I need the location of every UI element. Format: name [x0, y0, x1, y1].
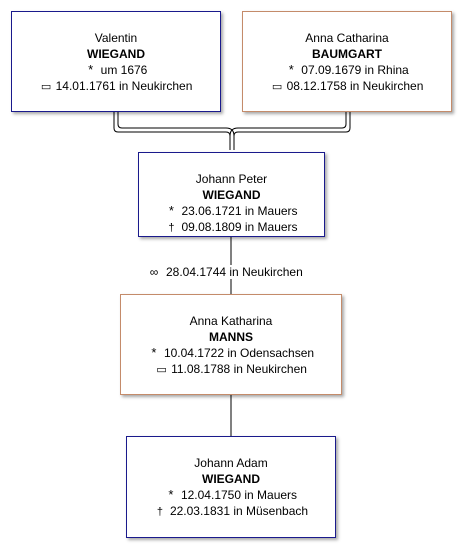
birth-event: *23.06.1721 in Mauers	[139, 203, 324, 220]
birth-event: *um 1676	[12, 62, 220, 79]
person-card-anna-catharina[interactable]: Anna Catharina BAUMGART *07.09.1679 in R…	[242, 11, 452, 112]
father-connector-outer	[113, 112, 231, 150]
person-card-johann-adam[interactable]: Johann Adam WIEGAND *12.04.1750 in Mauer…	[126, 436, 336, 538]
given-name: Johann Adam	[194, 456, 268, 470]
marriage-rings-icon: ∞	[149, 265, 159, 279]
surname: WIEGAND	[87, 46, 145, 61]
birth-event: *07.09.1679 in Rhina	[243, 62, 451, 79]
death-event: †09.08.1809 in Mauers	[139, 220, 324, 237]
surname: MANNS	[209, 329, 253, 344]
mother-connector-outer	[233, 112, 351, 137]
death-event: †22.03.1831 in Müsenbach	[127, 504, 335, 521]
birth-event: *12.04.1750 in Mauers	[127, 487, 335, 504]
surname: BAUMGART	[312, 46, 382, 61]
father-connector-inner	[117, 112, 235, 150]
given-name: Valentin	[94, 31, 138, 45]
death-dagger-icon: †	[156, 505, 163, 518]
person-card-anna-katharina[interactable]: Anna Katharina MANNS *10.04.1722 in Oden…	[120, 294, 342, 395]
given-name: Anna Katharina	[189, 314, 273, 328]
person-card-valentin[interactable]: Valentin WIEGAND *um 1676 ▭14.01.1761 in…	[11, 11, 221, 112]
burial-icon: ▭	[156, 363, 166, 376]
birth-star-icon: *	[168, 203, 174, 218]
surname: WIEGAND	[202, 187, 261, 202]
marriage-text: 28.04.1744 in Neukirchen	[166, 265, 303, 279]
burial-icon: ▭	[271, 80, 282, 93]
death-dagger-icon: †	[168, 221, 175, 234]
birth-star-icon: *	[288, 62, 294, 77]
surname: WIEGAND	[202, 471, 260, 486]
given-name: Johann Peter	[195, 172, 268, 186]
given-name: Anna Catharina	[305, 31, 389, 45]
birth-star-icon: *	[168, 487, 174, 502]
burial-event: ▭08.12.1758 in Neukirchen	[243, 79, 451, 96]
burial-icon: ▭	[40, 80, 51, 93]
burial-event: ▭11.08.1788 in Neukirchen	[121, 362, 341, 379]
burial-event: ▭14.01.1761 in Neukirchen	[12, 79, 220, 96]
marriage-label: ∞ 28.04.1744 in Neukirchen	[146, 265, 305, 279]
birth-event: *10.04.1722 in Odensachsen	[121, 345, 341, 362]
mother-connector-inner	[229, 112, 347, 137]
birth-star-icon: *	[151, 345, 157, 360]
person-card-johann-peter[interactable]: Johann Peter WIEGAND *23.06.1721 in Maue…	[138, 152, 325, 237]
birth-star-icon: *	[88, 62, 94, 77]
